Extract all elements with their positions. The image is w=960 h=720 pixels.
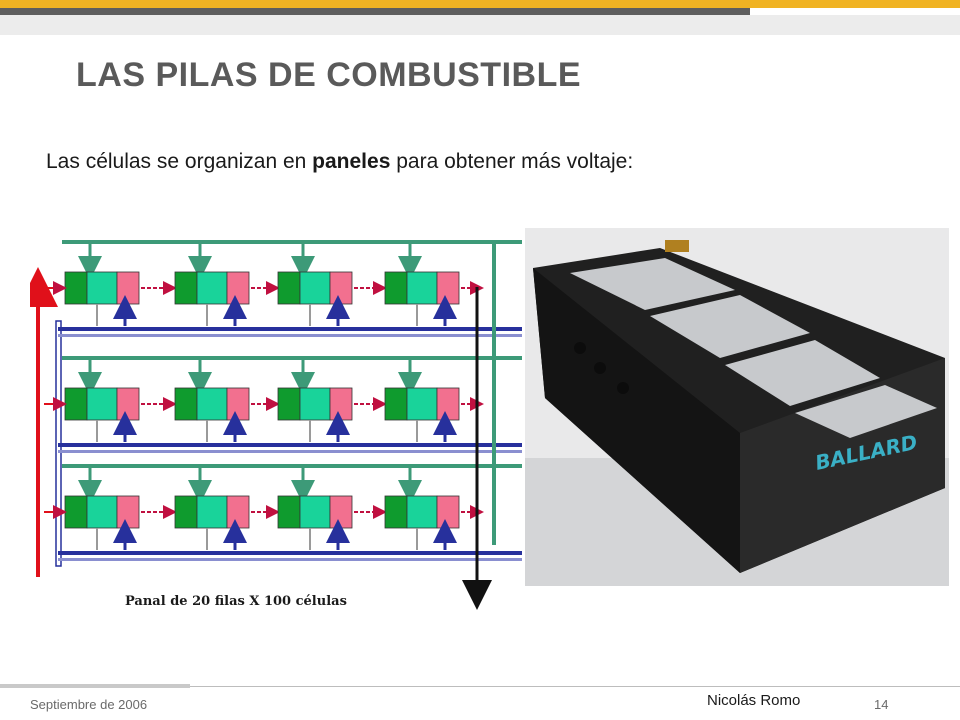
cell-cathode bbox=[116, 495, 140, 529]
cell-cathode bbox=[436, 387, 460, 421]
ballard-fuel-cell-stack-image: BALLARD bbox=[525, 228, 949, 586]
cell-electrolyte bbox=[299, 271, 331, 305]
cell-anode bbox=[277, 271, 301, 305]
cell-electrolyte bbox=[196, 495, 228, 529]
subtitle-text-bold: paneles bbox=[312, 150, 391, 173]
cell-electrolyte bbox=[406, 495, 438, 529]
cell-cathode bbox=[116, 271, 140, 305]
return-pipe bbox=[58, 443, 522, 447]
cell-cathode bbox=[226, 271, 250, 305]
cell-electrolyte bbox=[86, 271, 118, 305]
cell-electrolyte bbox=[196, 271, 228, 305]
cell-anode bbox=[174, 495, 198, 529]
subtitle-text-start: Las células se organizan en bbox=[46, 150, 313, 173]
cell-electrolyte bbox=[196, 387, 228, 421]
cell-anode bbox=[174, 271, 198, 305]
slide-subtitle: Las células se organizan en paneles para… bbox=[46, 150, 633, 174]
cell-cathode bbox=[226, 387, 250, 421]
cell-cathode bbox=[116, 387, 140, 421]
cell-electrolyte bbox=[86, 387, 118, 421]
stack-port bbox=[594, 362, 606, 374]
cell-anode bbox=[277, 387, 301, 421]
stack-plate bbox=[570, 258, 735, 310]
right-supply-riser bbox=[492, 240, 496, 545]
photo-content bbox=[525, 228, 949, 586]
fuel-cell-panel-diagram: Panal de 20 filas X 100 células bbox=[30, 240, 522, 610]
stack-plate bbox=[650, 295, 810, 358]
stack-front-face bbox=[533, 268, 740, 573]
cell-electrolyte bbox=[299, 495, 331, 529]
top-bar-dark bbox=[0, 8, 750, 15]
cell-cathode bbox=[329, 387, 353, 421]
page-number: 14 bbox=[874, 697, 889, 712]
return-pipe-secondary bbox=[58, 558, 522, 561]
return-pipe bbox=[58, 551, 522, 555]
stack-plate bbox=[725, 340, 880, 406]
footer-accent-line bbox=[0, 684, 190, 688]
footer-divider bbox=[190, 686, 960, 687]
cell-electrolyte bbox=[406, 271, 438, 305]
cell-anode bbox=[384, 387, 408, 421]
cell-cathode bbox=[436, 271, 460, 305]
cell-anode bbox=[64, 495, 88, 529]
return-pipe bbox=[58, 327, 522, 331]
top-bar-light bbox=[0, 15, 960, 35]
cell-electrolyte bbox=[299, 387, 331, 421]
supply-manifold bbox=[62, 240, 522, 244]
footer-author: Nicolás Romo bbox=[707, 692, 801, 709]
supply-manifold bbox=[62, 356, 522, 360]
cell-anode bbox=[384, 495, 408, 529]
cell-cathode bbox=[329, 271, 353, 305]
stack-terminal bbox=[665, 240, 689, 252]
stack-port bbox=[617, 382, 629, 394]
slide-title: LAS PILAS DE COMBUSTIBLE bbox=[76, 56, 582, 94]
subtitle-text-end: para obtener más voltaje: bbox=[390, 150, 634, 173]
return-pipe-secondary bbox=[58, 450, 522, 453]
top-bar-accent bbox=[0, 0, 960, 8]
supply-manifold bbox=[62, 464, 522, 468]
cell-anode bbox=[64, 387, 88, 421]
diagram-caption: Panal de 20 filas X 100 células bbox=[125, 594, 347, 609]
cell-anode bbox=[64, 271, 88, 305]
cell-anode bbox=[277, 495, 301, 529]
cell-cathode bbox=[329, 495, 353, 529]
cell-anode bbox=[174, 387, 198, 421]
footer-date: Septiembre de 2006 bbox=[30, 697, 148, 712]
cell-anode bbox=[384, 271, 408, 305]
diagram-content bbox=[30, 240, 522, 610]
return-pipe-secondary bbox=[58, 334, 522, 337]
stack-port bbox=[574, 342, 586, 354]
cell-electrolyte bbox=[86, 495, 118, 529]
cell-cathode bbox=[226, 495, 250, 529]
stack-plate bbox=[795, 385, 937, 438]
cell-electrolyte bbox=[406, 387, 438, 421]
cell-cathode bbox=[436, 495, 460, 529]
